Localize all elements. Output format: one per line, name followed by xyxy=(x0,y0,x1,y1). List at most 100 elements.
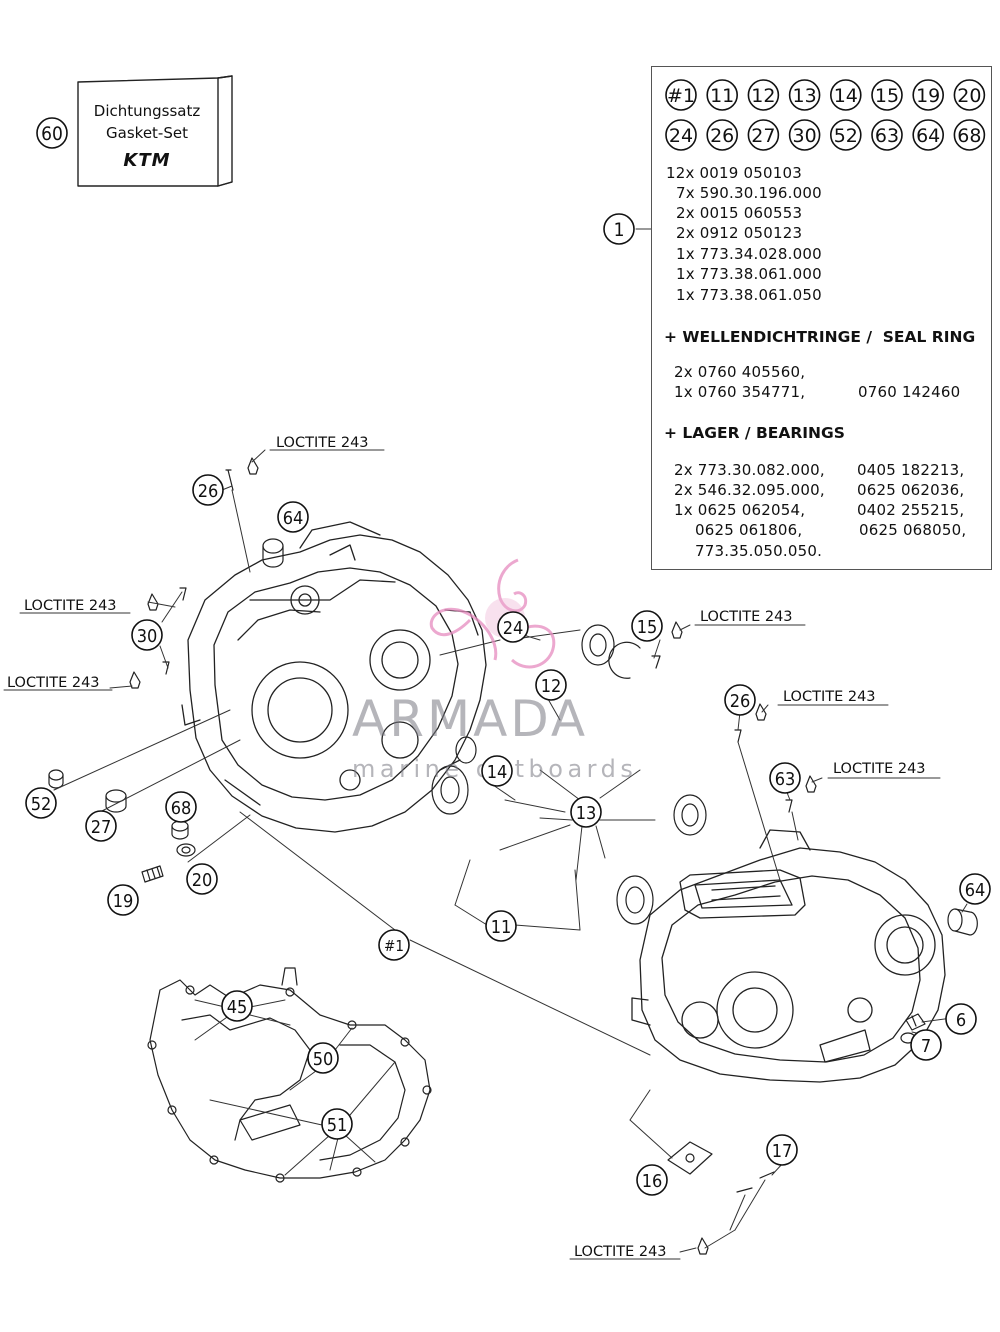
seal-row-2-left: 1x 0760 354771, xyxy=(674,383,806,401)
ref-circle-label: 13 xyxy=(793,85,817,107)
ref-circle-13[interactable]: 13 xyxy=(788,79,821,111)
ref-circle-11[interactable]: 11 xyxy=(706,79,739,111)
gasket-set-title-de: Dichtungssatz xyxy=(93,102,201,120)
callout-26-right-label: 26 xyxy=(730,691,751,712)
callout-11[interactable]: 11 xyxy=(485,910,517,942)
bearing-row-2-right: 0625 062036, xyxy=(857,481,965,499)
loctite-label-3: LOCTITE 243 xyxy=(7,675,100,691)
callout-30[interactable]: 30 xyxy=(131,619,163,651)
part-line-7: 1x 773.38.061.050 xyxy=(676,286,822,304)
callout-64-right-label: 64 xyxy=(965,880,986,901)
callout-14-label: 14 xyxy=(487,762,508,783)
callout-26-left-label: 26 xyxy=(198,481,219,502)
callout-6-label: 6 xyxy=(956,1010,966,1031)
ref-circle-label: #1 xyxy=(667,85,695,107)
diagram-callouts: 26 64 30 24 15 12 14 13 11 #1 52 27 68 2… xyxy=(25,474,991,1196)
gasket-set-title-en: Gasket-Set xyxy=(106,124,188,142)
callout-17-label: 17 xyxy=(772,1141,793,1162)
part-line-4: 2x 0912 050123 xyxy=(676,224,803,242)
part-line-5: 1x 773.34.028.000 xyxy=(676,245,822,263)
callout-50[interactable]: 50 xyxy=(307,1042,339,1074)
callout-52[interactable]: 52 xyxy=(25,787,57,819)
callout-24[interactable]: 24 xyxy=(497,611,529,643)
callout-16-label: 16 xyxy=(642,1171,663,1192)
callout-30-label: 30 xyxy=(137,626,158,647)
seal-row-2-right: 0760 142460 xyxy=(858,383,961,401)
ref-circle-52[interactable]: 52 xyxy=(829,119,862,151)
loctite-label-4: LOCTITE 243 xyxy=(700,609,793,625)
bearings-heading: + LAGER / BEARINGS xyxy=(664,424,845,442)
callout-19-label: 19 xyxy=(113,891,134,912)
parts-list-box xyxy=(651,66,992,570)
loctite-label-7: LOCTITE 243 xyxy=(574,1244,667,1260)
ref-circle-64[interactable]: 64 xyxy=(912,119,945,151)
part-line-6: 1x 773.38.061.000 xyxy=(676,265,822,283)
ref-circle-20[interactable]: 20 xyxy=(953,79,986,111)
ktm-logo: KTM xyxy=(123,150,171,171)
callout-1-label: 1 xyxy=(614,219,625,241)
ref-circle-15[interactable]: 15 xyxy=(871,79,903,111)
callout-20-label: 20 xyxy=(192,870,213,891)
callout-45-label: 45 xyxy=(227,997,248,1018)
part-line-3: 2x 0015 060553 xyxy=(676,204,803,222)
callout-15[interactable]: 15 xyxy=(631,610,663,642)
bearing-row-5-left: 773.35.050.050. xyxy=(695,542,823,560)
callout-60-label: 60 xyxy=(41,123,63,145)
callout-20[interactable]: 20 xyxy=(186,863,218,895)
callout-17[interactable]: 17 xyxy=(766,1134,798,1166)
ref-circle-label: 24 xyxy=(669,125,693,147)
callout-64-right[interactable]: 64 xyxy=(959,873,991,905)
ref-circle-63[interactable]: 63 xyxy=(871,119,903,151)
ref-circle-68[interactable]: 68 xyxy=(953,119,986,151)
ref-circle-14[interactable]: 14 xyxy=(829,79,862,111)
callout-7-label: 7 xyxy=(921,1036,931,1057)
callout-14[interactable]: 14 xyxy=(481,755,513,787)
ref-circle-label: 14 xyxy=(834,85,858,107)
right-crankcase-half xyxy=(631,829,946,1083)
loctite-label-5: LOCTITE 243 xyxy=(783,689,876,705)
callout-68[interactable]: 68 xyxy=(165,791,197,823)
callout-64-left[interactable]: 64 xyxy=(277,501,309,533)
ref-circle-label: 20 xyxy=(957,85,981,107)
callout-51-label: 51 xyxy=(327,1115,348,1136)
callout-26-left[interactable]: 26 xyxy=(192,474,224,506)
ref-circle-label: 12 xyxy=(751,85,775,107)
ref-circle-30[interactable]: 30 xyxy=(788,119,821,151)
callout-51[interactable]: 51 xyxy=(321,1108,353,1140)
callout-hash-1[interactable]: #1 xyxy=(378,929,410,961)
ref-circle-27[interactable]: 27 xyxy=(747,119,780,151)
ref-circle-hash-1[interactable]: #1 xyxy=(665,79,697,111)
leader-lines xyxy=(3,132,968,1260)
ref-circle-12[interactable]: 12 xyxy=(747,79,780,111)
ref-circle-label: 30 xyxy=(793,125,817,147)
ref-circle-24[interactable]: 24 xyxy=(665,119,697,151)
ref-circle-label: 63 xyxy=(875,125,899,147)
callout-27[interactable]: 27 xyxy=(85,810,117,842)
ref-circle-label: 52 xyxy=(834,125,858,147)
part-line-2: 7x 590.30.196.000 xyxy=(676,184,822,202)
ref-circle-label: 26 xyxy=(710,125,734,147)
callout-68-label: 68 xyxy=(171,798,192,819)
callout-7[interactable]: 7 xyxy=(910,1029,942,1061)
callout-13[interactable]: 13 xyxy=(570,796,602,828)
callout-6[interactable]: 6 xyxy=(945,1003,977,1035)
callout-13-label: 13 xyxy=(576,803,597,824)
callout-hash-1-label: #1 xyxy=(384,937,404,955)
gasket-set-box xyxy=(77,75,233,187)
callout-19[interactable]: 19 xyxy=(107,884,139,916)
callout-26-right[interactable]: 26 xyxy=(724,684,756,716)
callout-12[interactable]: 12 xyxy=(535,669,567,701)
ref-circle-19[interactable]: 19 xyxy=(912,79,945,111)
callout-63[interactable]: 63 xyxy=(769,762,801,794)
callout-16[interactable]: 16 xyxy=(636,1164,668,1196)
callout-45[interactable]: 45 xyxy=(221,990,253,1022)
ref-circle-26[interactable]: 26 xyxy=(706,119,739,151)
callout-60[interactable]: 60 xyxy=(36,117,68,149)
bearing-row-3-right: 0402 255215, xyxy=(857,501,965,519)
bearing-row-1-right: 0405 182213, xyxy=(857,461,965,479)
bearing-row-4-right: 0625 068050, xyxy=(859,521,967,539)
callout-1[interactable]: 1 xyxy=(603,213,635,245)
